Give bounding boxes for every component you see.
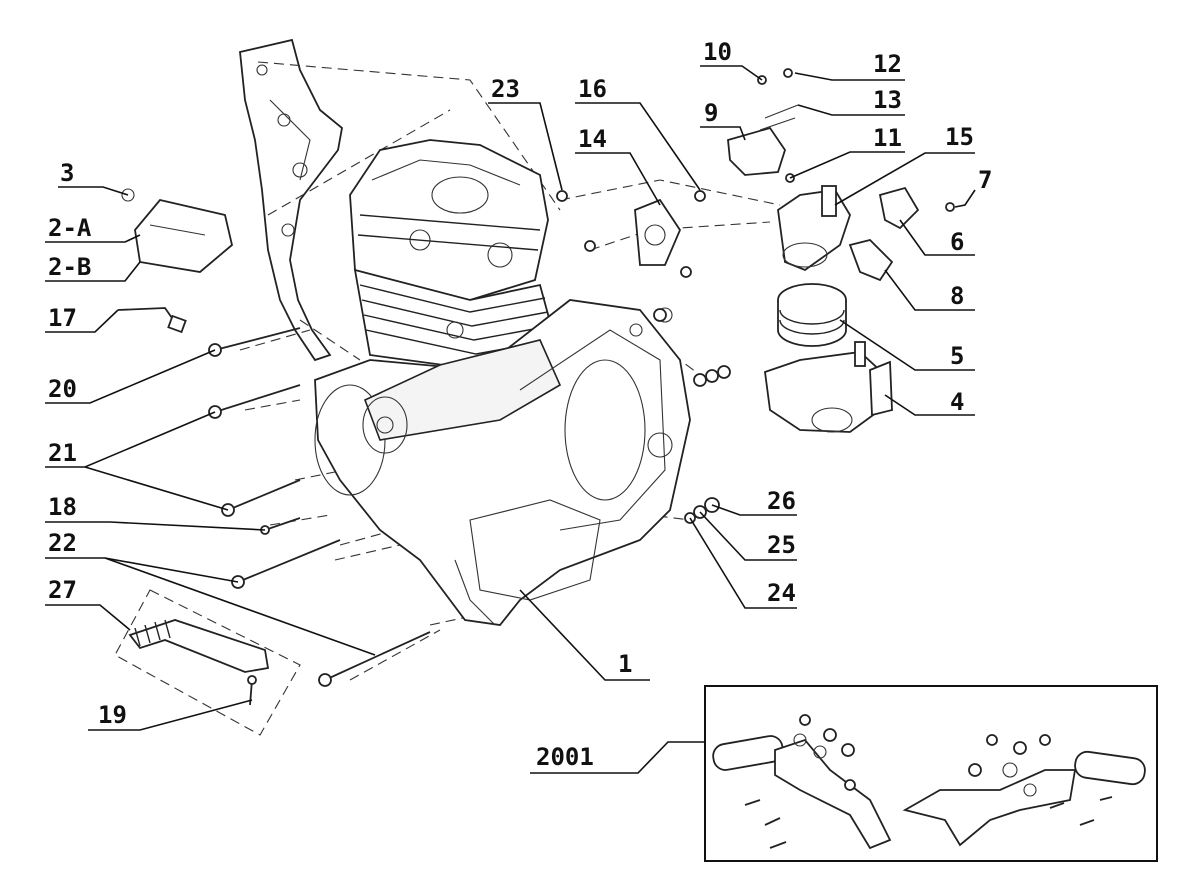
callout-8: 8 — [950, 282, 964, 310]
callout-4: 4 — [950, 388, 964, 416]
callout-22: 22 — [48, 529, 77, 557]
callout-13: 13 — [873, 86, 902, 114]
callout-26: 26 — [767, 487, 796, 515]
footpeg-inset — [704, 685, 1158, 862]
callout-6: 6 — [950, 228, 964, 256]
callout-10: 10 — [703, 38, 732, 66]
callout-18: 18 — [48, 493, 77, 521]
callout-16: 16 — [578, 75, 607, 103]
callout-24: 24 — [767, 579, 796, 607]
engine-mount-bracket — [239, 38, 343, 362]
callout-12: 12 — [873, 50, 902, 78]
callout-2a: 2-A — [48, 214, 92, 242]
callout-1: 1 — [618, 650, 632, 678]
callout-9: 9 — [704, 99, 718, 127]
intake-gasket — [634, 198, 682, 266]
callout-3: 3 — [60, 159, 74, 187]
callout-5: 5 — [950, 342, 964, 370]
sensor-connector — [727, 104, 799, 176]
throttle-body — [764, 341, 893, 433]
callout-27: 27 — [48, 576, 77, 604]
callout-2b: 2-B — [48, 253, 91, 281]
callout-14: 14 — [578, 125, 607, 153]
crankcase — [314, 299, 691, 626]
kick-start-lever — [114, 589, 301, 736]
small-fasteners — [556, 68, 955, 524]
callout-17: 17 — [48, 304, 77, 332]
callout-labels: 1 2-A 2-B 3 4 5 6 7 8 9 10 11 12 13 14 1… — [48, 38, 992, 771]
fuel-line-fitting — [117, 307, 187, 334]
callout-19: 19 — [98, 701, 127, 729]
leader-lines — [45, 65, 976, 774]
callout-11: 11 — [873, 124, 902, 152]
callout-20: 20 — [48, 375, 77, 403]
throttle-fitting — [848, 186, 920, 282]
callout-15: 15 — [945, 123, 974, 151]
callout-21: 21 — [48, 439, 77, 467]
callout-7: 7 — [978, 166, 992, 194]
callout-23: 23 — [491, 75, 520, 103]
callout-2001: 2001 — [536, 743, 594, 771]
callout-25: 25 — [767, 531, 796, 559]
intake-boot — [777, 283, 847, 347]
ecu-module — [121, 188, 234, 273]
long-bolts — [208, 327, 431, 687]
intake-manifold — [777, 185, 851, 272]
